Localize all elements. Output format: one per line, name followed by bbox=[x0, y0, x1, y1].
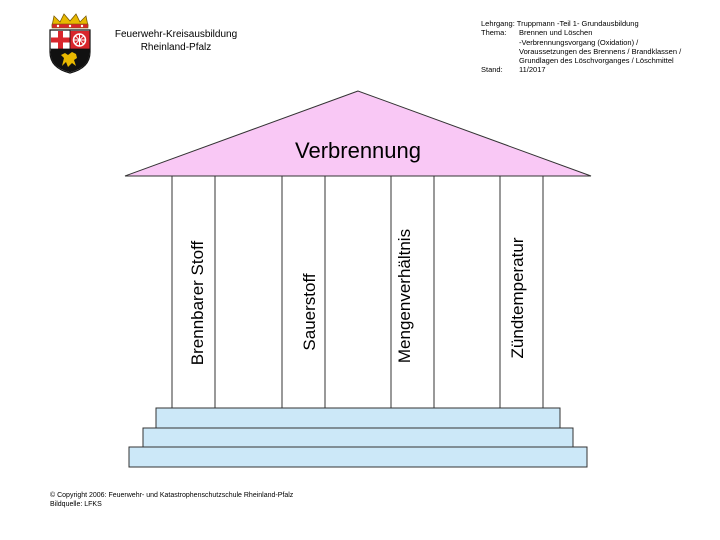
pillar-label: Mengenverhältnis bbox=[395, 229, 415, 363]
pillar-label: Sauerstoff bbox=[300, 273, 320, 350]
base-step-top bbox=[156, 408, 560, 428]
pillar-label: Zündtemperatur bbox=[508, 238, 528, 359]
base-step-middle bbox=[143, 428, 573, 447]
roof-title: Verbrennung bbox=[295, 138, 421, 164]
image-source-text: Bildquelle: LFKS bbox=[50, 500, 293, 509]
pillar-label: Brennbarer Stoff bbox=[188, 241, 208, 365]
base-step-bottom bbox=[129, 447, 587, 467]
copyright-text: © Copyright 2006: Feuerwehr- und Katastr… bbox=[50, 491, 293, 500]
footer: © Copyright 2006: Feuerwehr- und Katastr… bbox=[50, 491, 293, 509]
